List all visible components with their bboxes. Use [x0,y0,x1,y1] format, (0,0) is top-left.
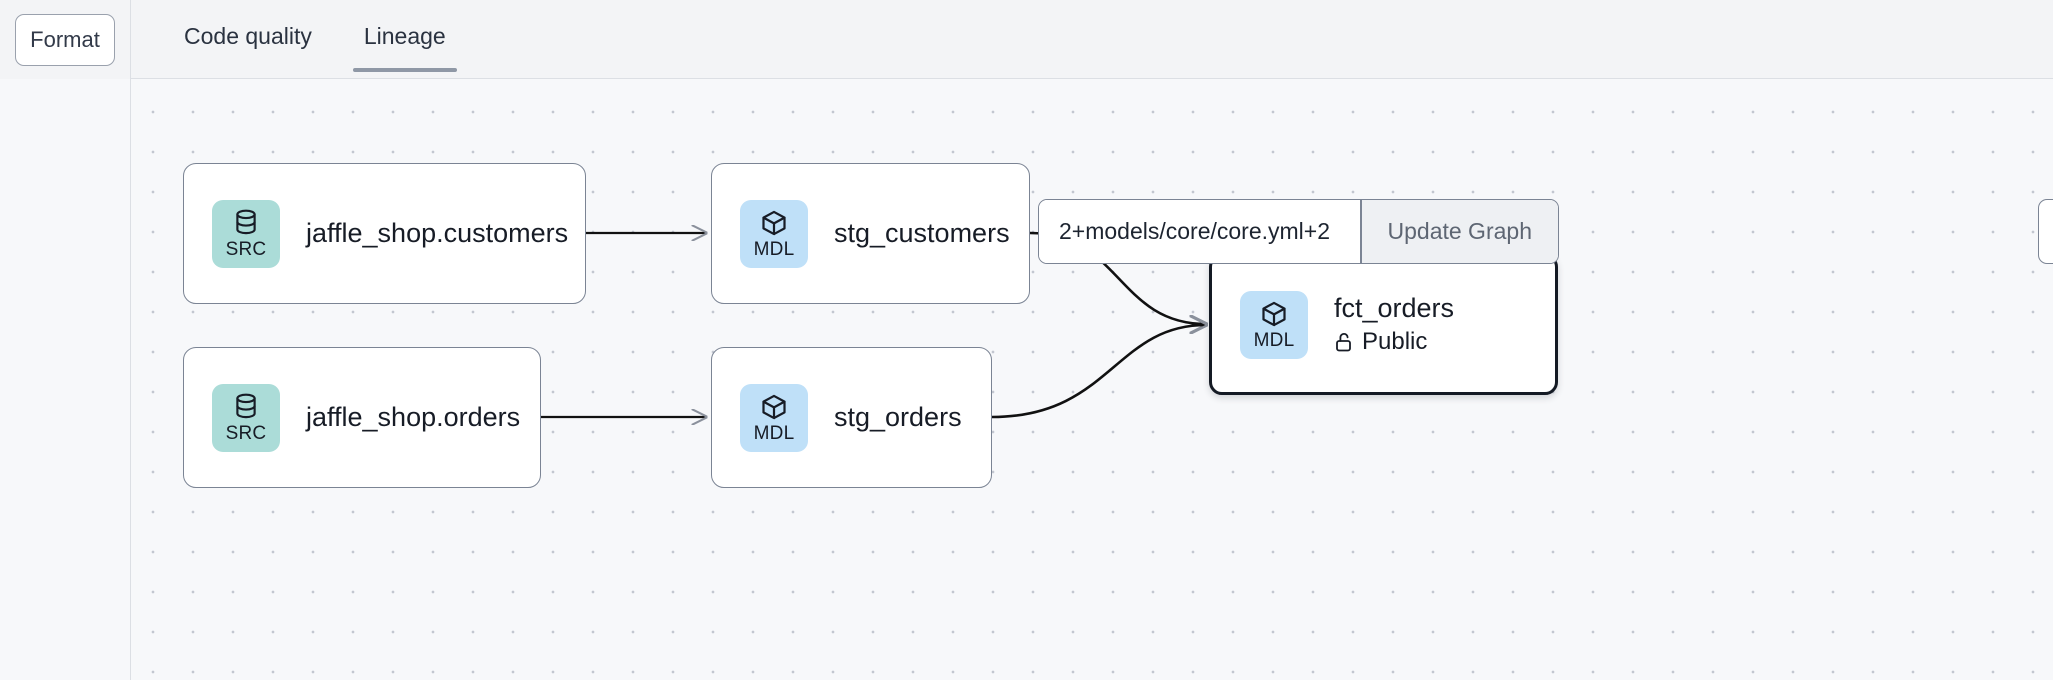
node-badge-mdl: MDL [1240,290,1308,359]
node-access-row: Public [1334,328,1454,356]
node-badge-label: SRC [225,422,267,444]
lineage-node-stg-customers[interactable]: MDL stg_customers [711,163,1030,304]
lineage-node-jaffle-shop-orders[interactable]: SRC jaffle_shop.orders [183,347,541,488]
tab-lineage[interactable]: Lineage [352,0,457,79]
tab-bar: Code quality Lineage [131,0,498,79]
lineage-node-jaffle-shop-customers[interactable]: SRC jaffle_shop.customers [183,163,586,304]
unlock-icon [1336,332,1351,351]
node-text-block: fct_orders Public [1334,293,1454,355]
node-badge-label: MDL [1253,329,1295,351]
cube-icon [762,394,786,419]
cube-icon [1262,301,1286,326]
node-text-block: stg_customers [834,218,1010,249]
node-title: fct_orders [1334,293,1455,324]
node-title: jaffle_shop.customers [306,217,569,248]
update-graph-button[interactable]: Update Graph [1361,200,1558,263]
node-badge-src: SRC [212,383,280,452]
node-text-block: jaffle_shop.orders [306,402,520,433]
edge-stg-orders-to-fct-orders [991,325,1206,419]
top-toolbar: Format Code quality Lineage [0,0,2053,79]
node-badge-label: SRC [225,238,267,260]
lineage-node-fct-orders[interactable]: MDL fct_orders Public [1209,254,1558,395]
graph-selector-toolbar: Update Graph [1038,199,1559,264]
tab-code-quality[interactable]: Code quality [184,23,312,49]
selector-divider [1360,200,1362,263]
toolbar-divider [131,78,2053,79]
node-badge-mdl: MDL [740,199,808,268]
node-badge-label: MDL [753,238,795,260]
node-title: jaffle_shop.orders [306,401,521,432]
node-text-block: stg_orders [834,402,962,433]
node-text-block: jaffle_shop.customers [306,218,568,249]
lineage-node-stg-orders[interactable]: MDL stg_orders [711,347,992,488]
node-badge-src: SRC [212,199,280,268]
toolbar-left-section: Format [0,0,131,79]
cube-icon [762,210,786,235]
database-icon [236,209,256,234]
canvas-left-rail [0,79,131,680]
format-button[interactable]: Format [15,13,115,66]
node-access-label: Public [1362,327,1428,355]
graph-selector-input[interactable] [1039,200,1360,263]
node-badge-mdl: MDL [740,383,808,452]
database-icon [236,393,256,418]
node-title: stg_orders [834,401,962,432]
side-panel-edge[interactable] [2038,199,2053,264]
node-title: stg_customers [834,217,1010,248]
lineage-canvas[interactable]: SRC jaffle_shop.customers SRC jaffle_sho… [0,79,2053,680]
node-badge-label: MDL [753,422,795,444]
